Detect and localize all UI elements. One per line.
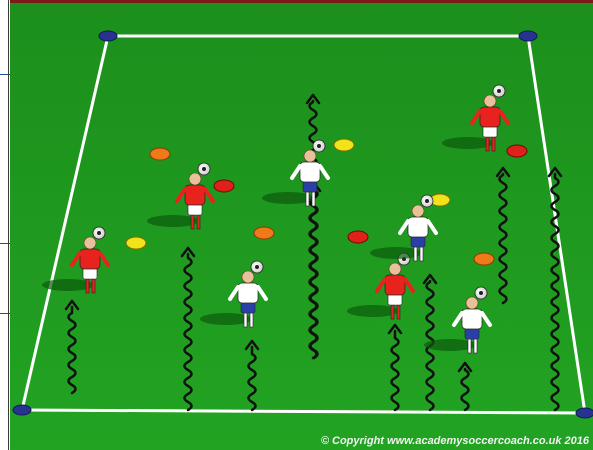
corner-disc xyxy=(519,31,537,41)
corner-disc xyxy=(13,405,31,415)
cone-orange xyxy=(254,227,274,239)
corner-disc xyxy=(99,31,117,41)
left-margin xyxy=(0,0,10,450)
cone-yellow xyxy=(334,139,354,151)
cone-red xyxy=(348,231,368,243)
grass-background xyxy=(10,3,593,450)
cone-orange xyxy=(474,253,494,265)
pitch-graphic xyxy=(10,3,593,450)
cone-red xyxy=(214,180,234,192)
margin-divider xyxy=(8,0,9,450)
cone-red xyxy=(507,145,527,157)
cone-yellow xyxy=(126,237,146,249)
copyright-text: © Copyright www.academysoccercoach.co.uk… xyxy=(321,435,589,447)
cone-orange xyxy=(150,148,170,160)
corner-disc xyxy=(576,408,593,418)
